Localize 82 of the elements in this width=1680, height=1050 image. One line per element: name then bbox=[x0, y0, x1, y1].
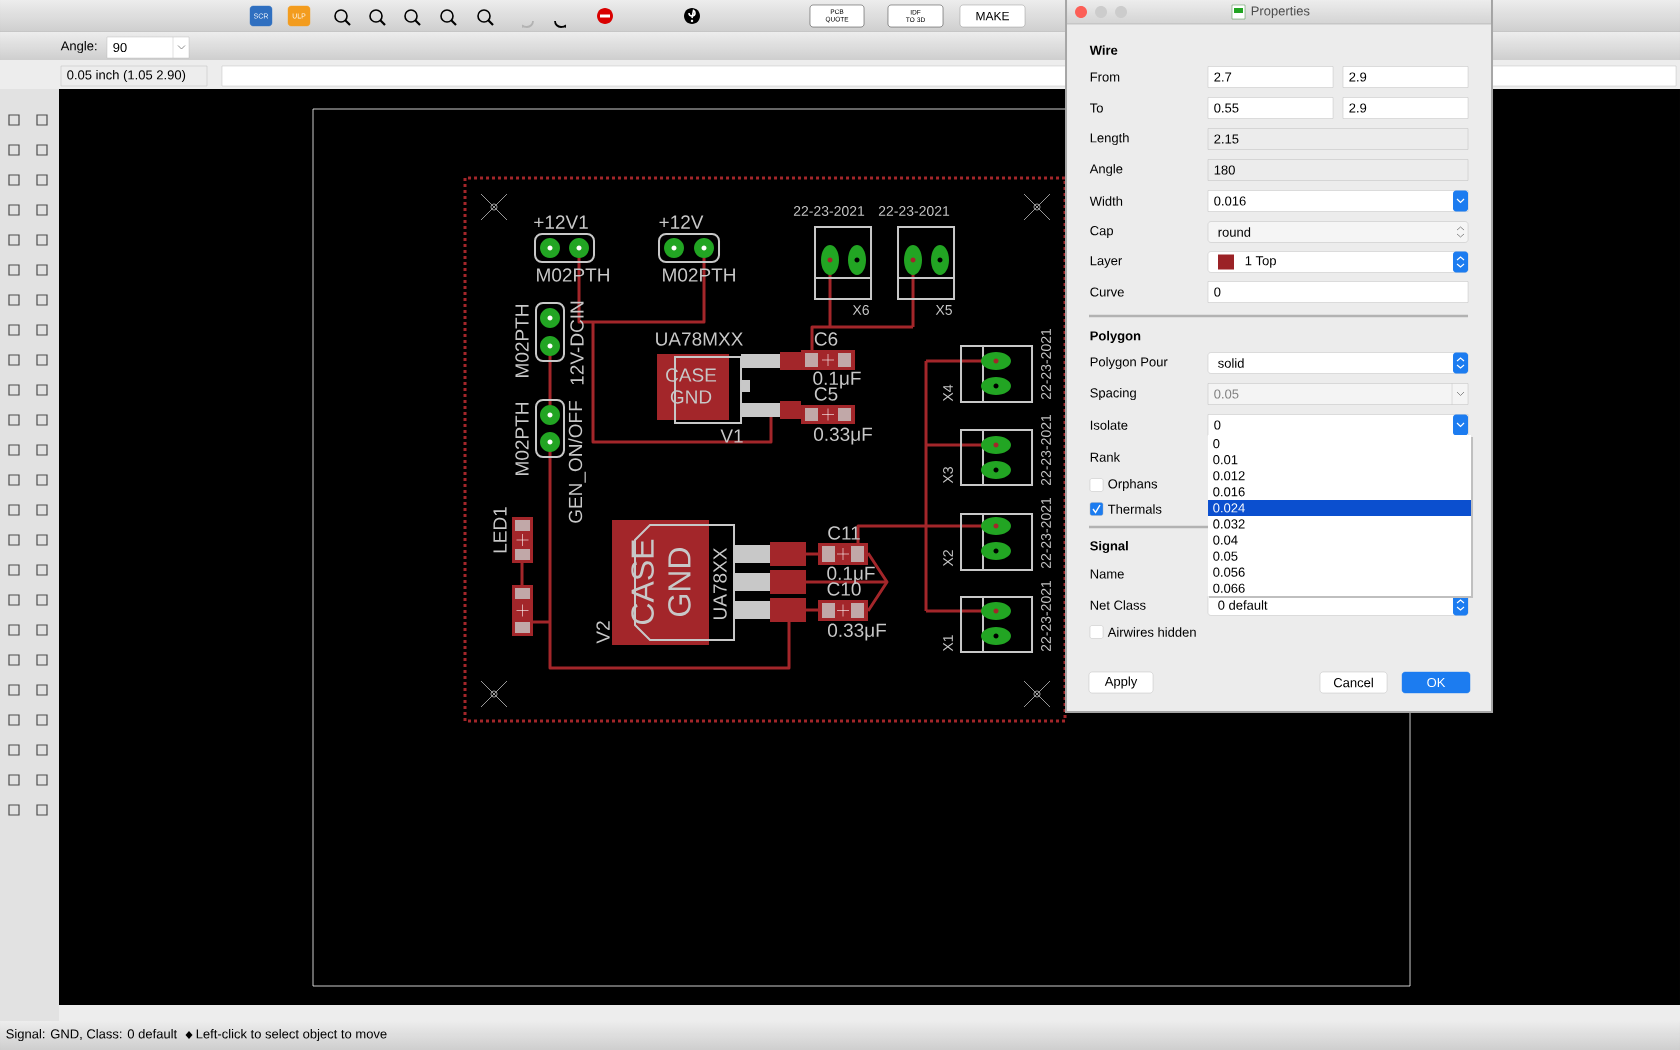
apply-button: Apply bbox=[1088, 671, 1154, 694]
silkscreen-label: 12V-DCIN bbox=[570, 301, 584, 385]
section-heading: Signal bbox=[1090, 540, 1128, 554]
silkscreen-label: X5 bbox=[935, 305, 952, 315]
input-field: 2.7 bbox=[1207, 66, 1334, 88]
input-field: 0 bbox=[1207, 281, 1469, 303]
silkscreen-label: 22-23-2021 bbox=[1041, 328, 1051, 400]
field-label: Angle bbox=[1089, 163, 1123, 177]
silkscreen-label: 0.33μF bbox=[814, 427, 872, 445]
checkbox: Thermals bbox=[1089, 502, 1162, 516]
dropdown-field: 0.05 bbox=[1207, 383, 1469, 405]
field-label: From bbox=[1090, 72, 1120, 82]
checkbox: Airwires hidden bbox=[1089, 625, 1196, 639]
dropdown-option: 0.016 bbox=[1213, 487, 1245, 497]
field-label: Spacing bbox=[1090, 387, 1136, 401]
status-text: Signal: GND, Class: 0 default bbox=[6, 1028, 178, 1042]
field-label: Width bbox=[1089, 196, 1123, 206]
silkscreen-label: GEN_ON/OFF bbox=[568, 401, 586, 523]
field-label: Angle: bbox=[60, 40, 97, 54]
make-button: MAKE bbox=[959, 4, 1026, 28]
dropdown-option: 0.05 bbox=[1213, 551, 1238, 561]
checkbox: Orphans bbox=[1089, 478, 1158, 492]
field-label: Layer bbox=[1090, 256, 1122, 268]
silkscreen-label: M02PTH bbox=[515, 403, 529, 475]
dropdown-option: 0.032 bbox=[1213, 519, 1245, 529]
field-label: To bbox=[1090, 103, 1103, 113]
dropdown-option: 0.01 bbox=[1213, 455, 1238, 465]
silkscreen-label: V2 bbox=[596, 621, 610, 644]
silkscreen-label: X3 bbox=[943, 467, 953, 484]
ok-button: OK bbox=[1401, 671, 1471, 694]
silkscreen-label: X1 bbox=[943, 635, 953, 652]
silkscreen-label: 22-23-2021 bbox=[878, 206, 950, 216]
input-field: 2.9 bbox=[1342, 66, 1469, 88]
field-label: Length bbox=[1090, 132, 1129, 146]
silkscreen-label: UA78XX bbox=[713, 548, 727, 619]
field-label: Name bbox=[1090, 569, 1124, 579]
silkscreen-label: C10 bbox=[827, 582, 861, 596]
field-label: Polygon Pour bbox=[1090, 356, 1168, 370]
field-label: Curve bbox=[1090, 287, 1124, 297]
coordinate-display: 0.05 inch (1.05 2.90) bbox=[60, 65, 208, 87]
silkscreen-label: 22-23-2021 bbox=[793, 206, 865, 216]
dropdown-field: 0 bbox=[1207, 414, 1469, 436]
popup-menu: 1 Top bbox=[1207, 251, 1469, 273]
status-text: Left-click to select object to move bbox=[196, 1028, 387, 1042]
section-heading: Wire bbox=[1089, 45, 1118, 55]
silkscreen-label: 0.1μF bbox=[813, 371, 861, 389]
dropdown-option: 0 bbox=[1213, 439, 1220, 449]
silkscreen-label: M02PTH bbox=[515, 305, 529, 377]
field-label: Cap bbox=[1090, 226, 1113, 238]
dropdown-option: 0.012 bbox=[1213, 471, 1245, 481]
silkscreen-label: LED1 bbox=[493, 507, 507, 553]
dropdown-option: 0.066 bbox=[1213, 583, 1245, 593]
silkscreen-label: V1 bbox=[720, 429, 743, 443]
silkscreen-label: UA78MXX bbox=[656, 332, 743, 346]
silkscreen-label: C6 bbox=[814, 332, 838, 346]
field-label: Isolate bbox=[1090, 420, 1128, 430]
silkscreen-label: 22-23-2021 bbox=[1041, 497, 1051, 569]
silkscreen-label: 22-23-2021 bbox=[1041, 414, 1051, 486]
silkscreen-label: 22-23-2021 bbox=[1041, 580, 1051, 652]
silkscreen-label: 0.33μF bbox=[828, 623, 886, 641]
silkscreen-label: X2 bbox=[943, 550, 953, 567]
field-label: Net Class bbox=[1090, 600, 1146, 610]
dropdown-field: 0.016 bbox=[1207, 190, 1469, 212]
dropdown-option: 0.04 bbox=[1213, 535, 1238, 545]
silkscreen-label: +12V1 bbox=[534, 215, 588, 229]
input-field: 2.15 bbox=[1207, 128, 1469, 150]
popup-menu: round bbox=[1207, 221, 1469, 243]
silkscreen-label: +12V bbox=[659, 215, 704, 229]
cancel-button: Cancel bbox=[1319, 671, 1388, 694]
field-label: Rank bbox=[1090, 452, 1121, 462]
silkscreen-label: X6 bbox=[852, 305, 869, 315]
dialog-title: Properties bbox=[1251, 5, 1310, 19]
input-field: 0.55 bbox=[1207, 97, 1334, 119]
silkscreen-label: 0.1μF bbox=[827, 566, 875, 584]
silkscreen-label: X4 bbox=[943, 384, 953, 402]
input-field: 2.9 bbox=[1342, 97, 1469, 119]
dropdown-option: 0.056 bbox=[1213, 567, 1245, 577]
angle-field: 90 bbox=[106, 36, 190, 59]
section-heading: Polygon bbox=[1090, 330, 1141, 344]
popup-menu: solid bbox=[1207, 352, 1469, 374]
input-field: 180 bbox=[1207, 159, 1469, 181]
silkscreen-label: C5 bbox=[814, 387, 838, 401]
